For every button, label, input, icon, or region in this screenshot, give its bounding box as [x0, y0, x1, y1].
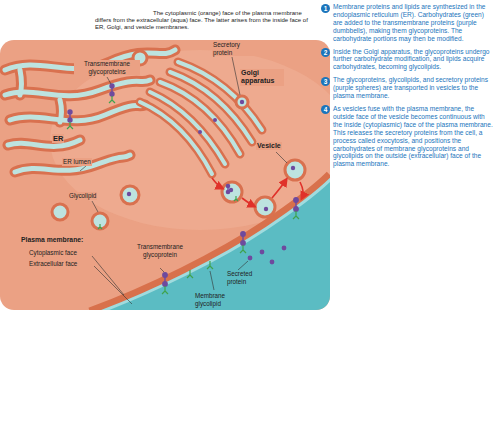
part-label: ER lumen	[62, 158, 92, 166]
step-text: As vesicles fuse with the plasma membran…	[333, 105, 495, 168]
part-label: Plasma membrane:	[20, 236, 84, 244]
part-label: Golgi apparatus	[240, 69, 284, 86]
part-label: Vesicle	[256, 142, 282, 150]
step-text: Inside the Golgi apparatus, the glycopro…	[333, 48, 495, 72]
part-label: Extracellular face	[28, 260, 78, 268]
note-text: The cytoplasmic (orange) face of the pla…	[95, 10, 317, 32]
part-label: Secreted protein	[226, 270, 264, 285]
part-label: Cytoplasmic face	[28, 249, 78, 257]
part-label: ER	[52, 134, 64, 143]
callout-number: 3	[321, 77, 330, 86]
part-label: Secretory protein	[212, 41, 254, 56]
step-text: Membrane proteins and lipids are synthes…	[333, 3, 495, 43]
callout-number: 1	[321, 4, 330, 13]
part-label: Glycolipid	[68, 192, 97, 200]
part-label: Transmembrane glycoprotein	[126, 243, 194, 258]
part-label: Transmembrane glycoproteins	[74, 60, 140, 75]
part-label: Membrane glycolipid	[194, 292, 242, 307]
callout-number: 2	[321, 48, 330, 57]
step-text: The glycoproteins, glycolipids, and secr…	[333, 76, 495, 100]
